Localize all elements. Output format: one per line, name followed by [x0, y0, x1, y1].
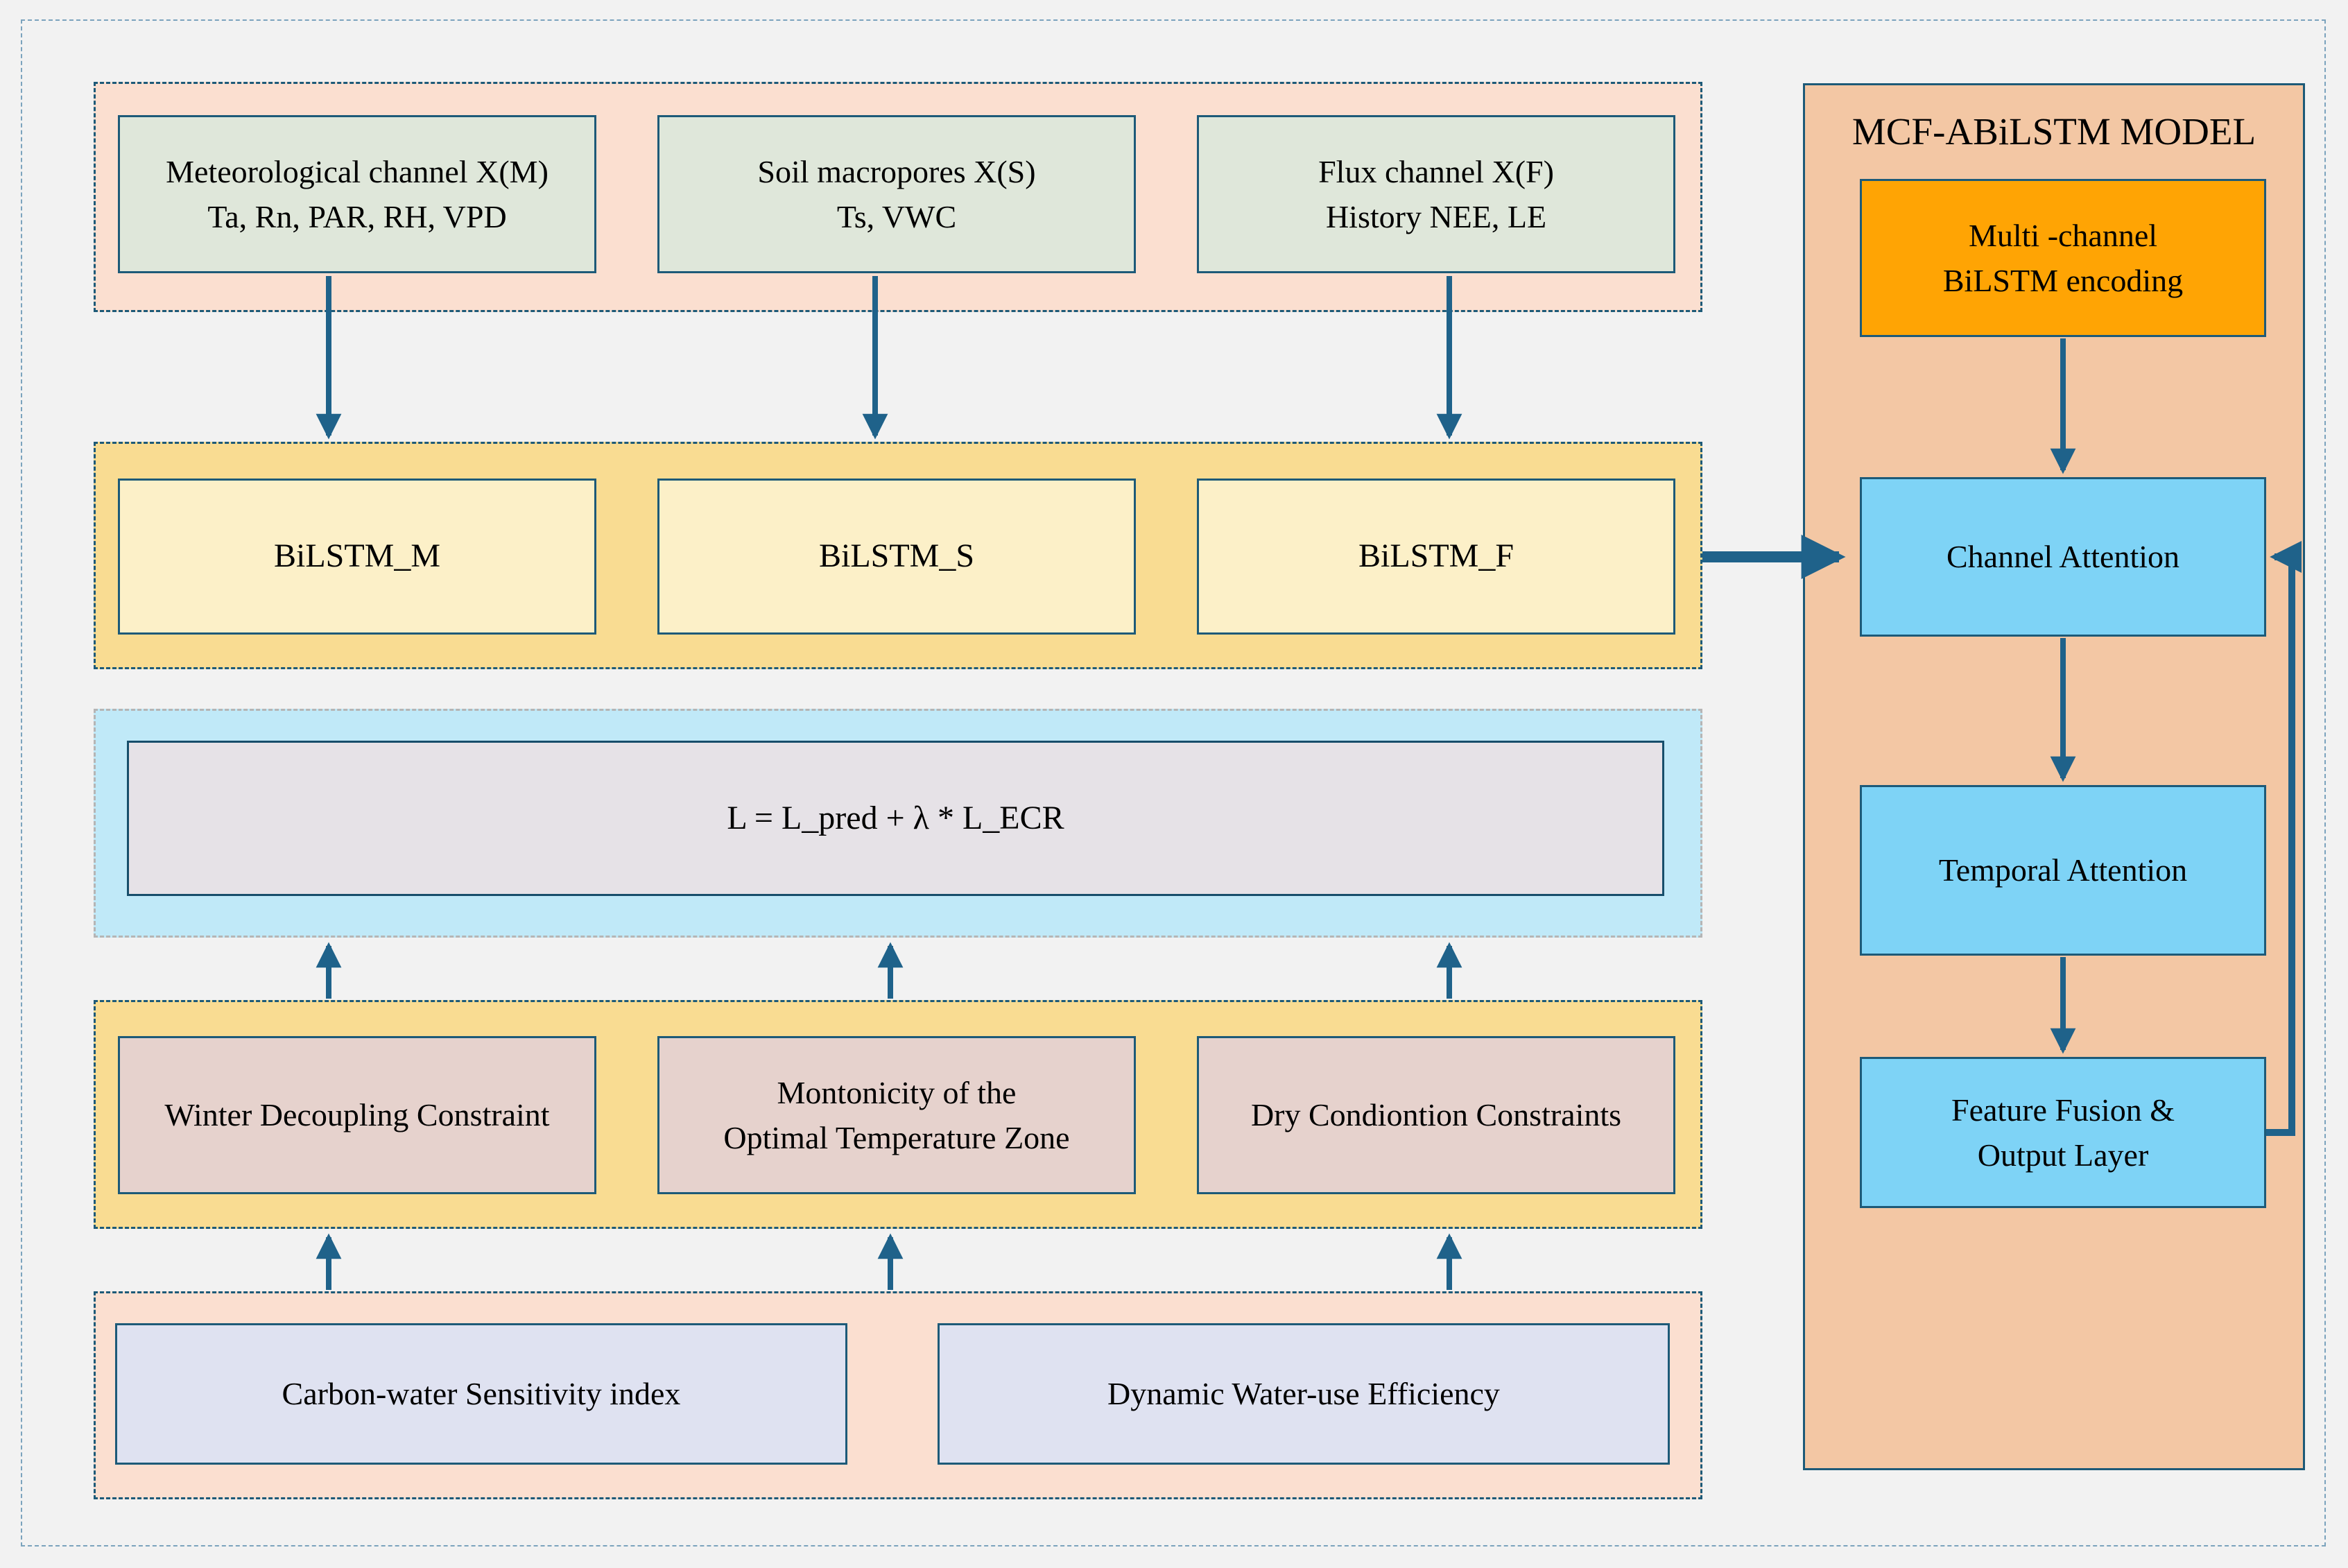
loss-formula-box: L = L_pred + λ * L_ECR	[127, 741, 1664, 896]
bilstm-m-box: BiLSTM_M	[118, 479, 596, 635]
flux-channel-vars: History NEE, LE	[1325, 199, 1547, 234]
bilstm-s-label: BiLSTM_S	[818, 537, 975, 575]
monotonicity-constraint-line1: Montonicity of the	[777, 1074, 1017, 1110]
bilstm-f-label: BiLSTM_F	[1358, 537, 1514, 575]
channel-attention-box: Channel Attention	[1860, 477, 2266, 637]
figure-outer-border	[21, 19, 2326, 1547]
soil-macropores-title: Soil macropores X(S)	[757, 153, 1036, 189]
bilstm-f-box: BiLSTM_F	[1197, 479, 1675, 635]
monotonicity-constraint-box: Montonicity of the Optimal Temperature Z…	[657, 1036, 1136, 1194]
encoding-line1: Multi -channel	[1968, 217, 2158, 253]
meteorological-channel-box: Meteorological channel X(M) Ta, Rn, PAR,…	[118, 115, 596, 273]
dynamic-wue-box: Dynamic Water-use Efficiency	[938, 1323, 1670, 1465]
loss-formula: L = L_pred + λ * L_ECR	[727, 799, 1064, 836]
flux-channel-box: Flux channel X(F) History NEE, LE	[1197, 115, 1675, 273]
feature-fusion-line2: Output Layer	[1977, 1137, 2149, 1173]
temporal-attention-label: Temporal Attention	[1938, 852, 2188, 888]
bilstm-s-box: BiLSTM_S	[657, 479, 1136, 635]
feature-fusion-line1: Feature Fusion &	[1951, 1092, 2175, 1128]
meteorological-channel-vars: Ta, Rn, PAR, RH, VPD	[207, 199, 507, 234]
winter-decoupling-constraint-label: Winter Decoupling Constraint	[164, 1097, 550, 1133]
flux-channel-title: Flux channel X(F)	[1318, 153, 1554, 189]
encoding-line2: BiLSTM encoding	[1942, 263, 2184, 298]
feature-fusion-output-box: Feature Fusion & Output Layer	[1860, 1057, 2266, 1208]
temporal-attention-box: Temporal Attention	[1860, 785, 2266, 956]
monotonicity-constraint-line2: Optimal Temperature Zone	[723, 1120, 1070, 1155]
carbon-water-sensitivity-label: Carbon-water Sensitivity index	[282, 1376, 681, 1412]
bilstm-m-label: BiLSTM_M	[273, 537, 441, 575]
soil-macropores-box: Soil macropores X(S) Ts, VWC	[657, 115, 1136, 273]
channel-attention-label: Channel Attention	[1946, 539, 2179, 575]
meteorological-channel-title: Meteorological channel X(M)	[166, 153, 549, 189]
dynamic-wue-label: Dynamic Water-use Efficiency	[1107, 1376, 1500, 1412]
dry-condition-constraint-box: Dry Condiontion Constraints	[1197, 1036, 1675, 1194]
model-panel-title: MCF-ABiLSTM MODEL	[1851, 110, 2256, 153]
dry-condition-constraint-label: Dry Condiontion Constraints	[1250, 1097, 1622, 1133]
multichannel-bilstm-encoding-box: Multi -channel BiLSTM encoding	[1860, 179, 2266, 337]
winter-decoupling-constraint-box: Winter Decoupling Constraint	[118, 1036, 596, 1194]
carbon-water-sensitivity-box: Carbon-water Sensitivity index	[115, 1323, 847, 1465]
soil-macropores-vars: Ts, VWC	[836, 199, 957, 234]
